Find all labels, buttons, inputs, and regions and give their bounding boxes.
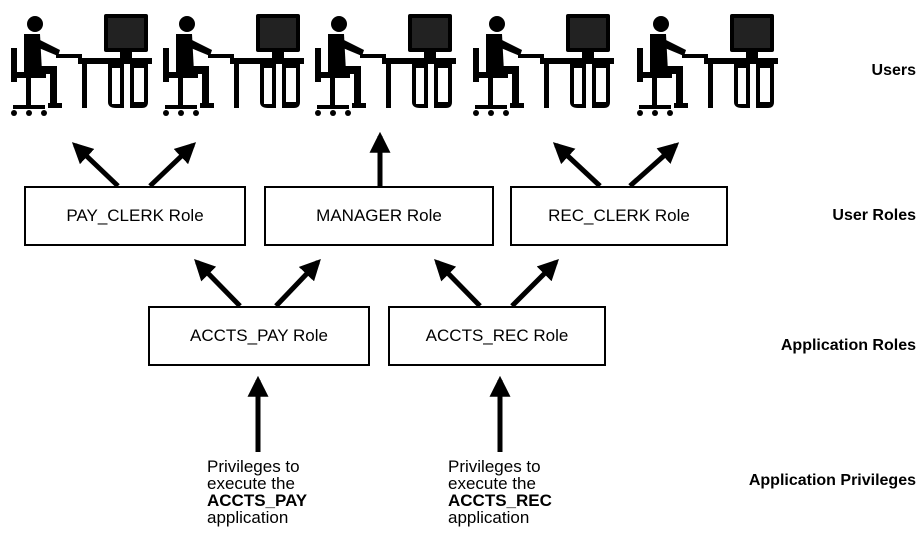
privileges-line: Privileges to [207, 457, 300, 476]
arrow-rec-clerk-to-user-5 [628, 142, 680, 188]
arrow-accts-pay-to-pay-clerk [194, 258, 242, 308]
privileges-line: application [207, 508, 289, 527]
arrow-pay-clerk-to-user-1 [71, 142, 120, 188]
layer-label-application-privileges: Application Privileges [748, 472, 916, 489]
privileges-line: execute the [207, 474, 295, 493]
pay-clerk-role-box: PAY_CLERK Role [24, 186, 246, 246]
accts-rec-privileges-text: Privileges to execute the ACCTS_REC appl… [448, 458, 552, 526]
privileges-line: application [448, 508, 530, 527]
rec-clerk-role-box: REC_CLERK Role [510, 186, 728, 246]
privileges-app-name: ACCTS_REC [448, 491, 552, 510]
privileges-line: execute the [448, 474, 536, 493]
role-label: MANAGER Role [316, 206, 442, 225]
arrow-accts-rec-to-manager [434, 258, 482, 308]
arrow-accts-pay-to-manager [274, 258, 321, 308]
accts-pay-role-box: ACCTS_PAY Role [148, 306, 370, 366]
layer-label-user-roles: User Roles [832, 207, 916, 224]
layer-label-application-roles: Application Roles [780, 337, 916, 354]
role-label: PAY_CLERK Role [66, 206, 204, 225]
accts-pay-privileges-text: Privileges to execute the ACCTS_PAY appl… [207, 458, 307, 526]
arrow-accts-rec-to-rec-clerk [510, 259, 559, 308]
role-label: ACCTS_REC Role [425, 326, 569, 345]
manager-role-box: MANAGER Role [264, 186, 494, 246]
accts-rec-role-box: ACCTS_REC Role [388, 306, 606, 366]
role-label: REC_CLERK Role [548, 206, 690, 225]
privileges-app-name: ACCTS_PAY [207, 491, 308, 510]
arrow-pay-clerk-to-user-2 [148, 142, 197, 188]
layer-label-users: Users [871, 62, 916, 79]
arrow-rec-clerk-to-user-4 [552, 142, 602, 188]
privileges-line: Privileges to [448, 457, 541, 476]
role-label: ACCTS_PAY Role [190, 326, 328, 345]
